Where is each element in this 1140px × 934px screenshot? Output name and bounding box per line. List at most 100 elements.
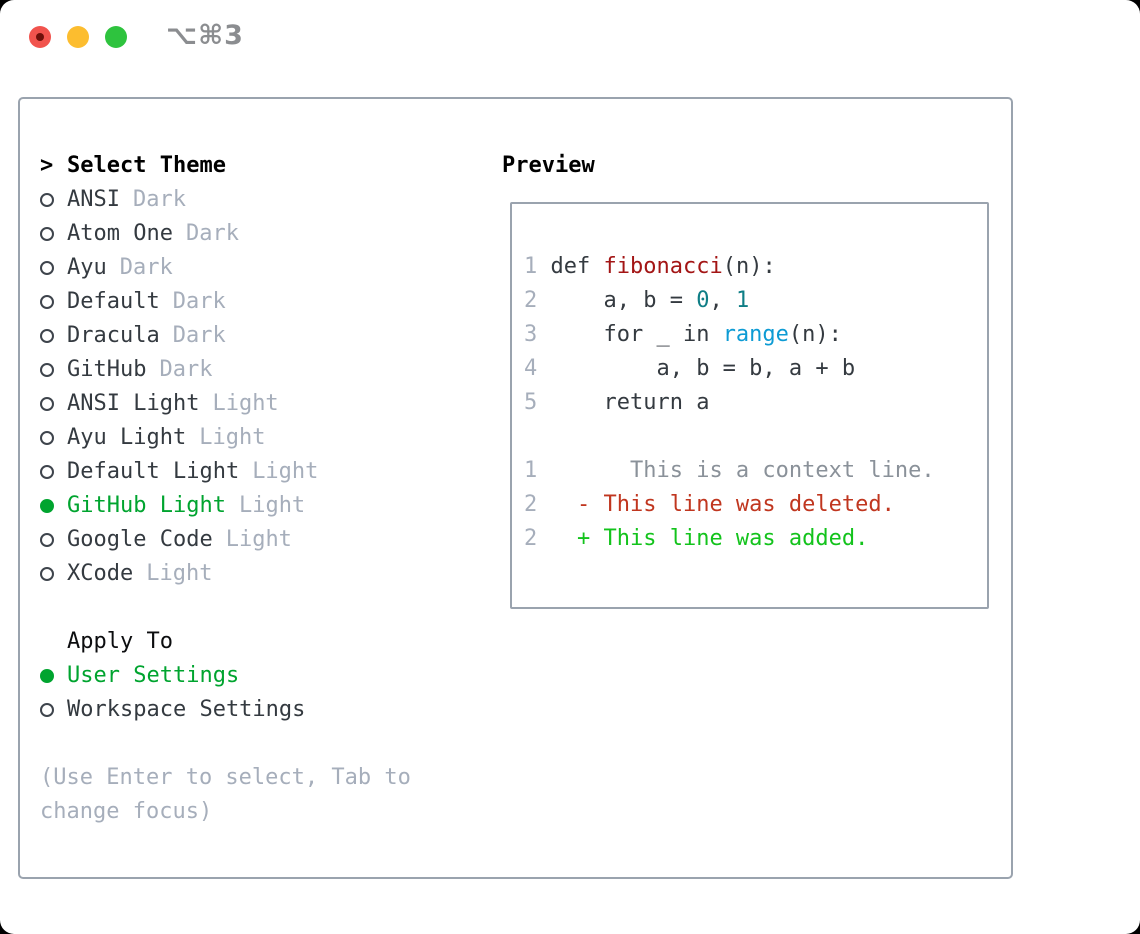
radio-icon	[40, 363, 54, 377]
diff-preview-block: 1 This is a context line.2 - This line w…	[524, 454, 987, 556]
theme-option-atom-one[interactable]: Atom One Dark	[40, 217, 490, 251]
window-title-shortcut: ⌥⌘3	[166, 20, 244, 51]
theme-option-label: GitHub	[67, 357, 147, 382]
titlebar: ⌥⌘3	[0, 0, 1140, 74]
theme-variant-tag: Dark	[185, 221, 239, 246]
line-number: 2	[524, 492, 551, 517]
theme-variant-tag: Dark	[172, 323, 226, 348]
theme-option-github[interactable]: GitHub Dark	[40, 353, 490, 387]
line-number: 4	[524, 356, 551, 381]
token-fg: return a	[550, 390, 710, 415]
theme-option-label: Dracula	[67, 323, 160, 348]
spacer	[40, 727, 490, 761]
token-fg: a, b =	[550, 288, 697, 313]
minimize-button[interactable]	[67, 26, 89, 48]
apply-to-header: Apply To	[67, 629, 173, 654]
select-theme-header: > Select Theme	[40, 149, 490, 183]
line-number: 1	[524, 458, 551, 483]
code-line: 5 return a	[524, 386, 987, 420]
close-dot-icon	[36, 33, 44, 41]
theme-option-dracula[interactable]: Dracula Dark	[40, 319, 490, 353]
zoom-button[interactable]	[105, 26, 127, 48]
apply-option-label: User Settings	[67, 663, 240, 688]
radio-icon	[40, 227, 54, 241]
code-line: 1 def fibonacci(n):	[524, 250, 987, 284]
token-context: This is a context line.	[550, 458, 935, 483]
theme-option-label: Google Code	[67, 527, 213, 552]
apply-option-user-settings[interactable]: User Settings	[40, 659, 490, 693]
token-fg: (n):	[788, 322, 842, 347]
theme-option-ayu[interactable]: Ayu Dark	[40, 251, 490, 285]
radio-icon	[40, 397, 54, 411]
line-number: 2	[524, 288, 551, 313]
theme-option-label: Ayu	[67, 255, 107, 280]
theme-variant-tag: Dark	[119, 255, 173, 280]
theme-option-ansi-light[interactable]: ANSI Light Light	[40, 387, 490, 421]
token-added: + This line was added.	[550, 526, 869, 551]
token-fg: def	[550, 254, 604, 279]
radio-selected-icon	[40, 499, 54, 513]
theme-option-github-light[interactable]: GitHub Light Light	[40, 489, 490, 523]
theme-variant-tag: Light	[238, 493, 306, 518]
line-number: 1	[524, 254, 551, 279]
theme-variant-tag: Light	[212, 391, 279, 416]
radio-icon	[40, 465, 54, 479]
close-button[interactable]	[29, 26, 51, 48]
token-function: fibonacci	[603, 254, 723, 279]
theme-option-label: ANSI Light	[67, 391, 200, 416]
diff-line: 2 - This line was deleted.	[524, 488, 987, 522]
apply-option-label: Workspace Settings	[67, 697, 306, 722]
diff-line: 2 + This line was added.	[524, 522, 987, 556]
theme-variant-tag: Dark	[172, 289, 226, 314]
apply-option-workspace-settings[interactable]: Workspace Settings	[40, 693, 490, 727]
token-fg: a, b = b, a + b	[550, 356, 856, 381]
token-deleted: - This line was deleted.	[550, 492, 895, 517]
theme-option-xcode[interactable]: XCode Light	[40, 557, 490, 591]
theme-option-label: Default Light	[67, 459, 240, 484]
keyboard-hint: (Use Enter to select, Tab to change focu…	[40, 765, 411, 824]
theme-option-ansi[interactable]: ANSI Dark	[40, 183, 490, 217]
theme-option-label: Atom One	[67, 221, 173, 246]
token-fg: ,	[709, 288, 736, 313]
radio-icon	[40, 567, 54, 581]
preview-header: Preview	[502, 153, 595, 178]
theme-option-ayu-light[interactable]: Ayu Light Light	[40, 421, 490, 455]
token-fg: for _ in	[550, 322, 723, 347]
theme-variant-tag: Dark	[132, 187, 186, 212]
radio-icon	[40, 329, 54, 343]
spacer	[40, 591, 490, 625]
theme-option-label: XCode	[67, 561, 134, 586]
radio-icon	[40, 193, 54, 207]
theme-option-label: ANSI	[67, 187, 120, 212]
code-line: 4 a, b = b, a + b	[524, 352, 987, 386]
theme-option-label: GitHub Light	[67, 493, 226, 518]
token-builtin: range	[722, 322, 789, 347]
theme-variant-tag: Light	[146, 561, 213, 586]
line-number: 3	[524, 322, 551, 347]
radio-icon	[40, 431, 54, 445]
token-number: 1	[735, 288, 750, 313]
diff-line: 1 This is a context line.	[524, 454, 987, 488]
theme-option-label: Default	[67, 289, 160, 314]
theme-option-default[interactable]: Default Dark	[40, 285, 490, 319]
theme-variant-tag: Light	[199, 425, 266, 450]
line-number: 5	[524, 390, 551, 415]
theme-option-label: Ayu Light	[67, 425, 187, 450]
spacer	[524, 420, 987, 454]
radio-icon	[40, 533, 54, 547]
radio-icon	[40, 261, 54, 275]
theme-variant-tag: Dark	[159, 357, 213, 382]
select-theme-header-label: Select Theme	[67, 153, 226, 178]
radio-icon	[40, 295, 54, 309]
theme-option-default-light[interactable]: Default Light Light	[40, 455, 490, 489]
theme-variant-tag: Light	[252, 459, 319, 484]
line-number: 2	[524, 526, 551, 551]
cursor-prompt-icon: >	[40, 153, 54, 178]
